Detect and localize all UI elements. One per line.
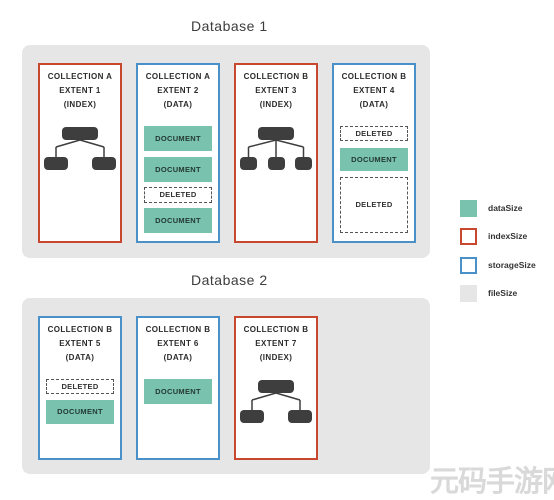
- extent-7: COLLECTION B EXTENT 7 (INDEX): [234, 316, 318, 460]
- collection-label: COLLECTION B: [145, 325, 211, 334]
- deleted-block: DELETED: [46, 379, 114, 394]
- extent-type-label: (DATA): [163, 353, 193, 362]
- extent-header: COLLECTION B EXTENT 7 (INDEX): [236, 318, 316, 365]
- index-tree-icon: [240, 125, 312, 171]
- tree-root-node: [258, 380, 294, 393]
- extent-label: EXTENT 1: [59, 86, 101, 95]
- extent-type-label: (DATA): [163, 100, 193, 109]
- extent-label: EXTENT 4: [353, 86, 395, 95]
- extent-header: COLLECTION B EXTENT 6 (DATA): [138, 318, 218, 365]
- collection-label: COLLECTION B: [341, 72, 407, 81]
- legend-label: indexSize: [488, 231, 528, 241]
- tree-connectors: [55, 139, 105, 157]
- extent-label: EXTENT 6: [157, 339, 199, 348]
- extent-type-label: (INDEX): [259, 353, 293, 362]
- document-block: DOCUMENT: [144, 157, 212, 182]
- document-block: DOCUMENT: [46, 400, 114, 424]
- tree-leaf-node: [44, 157, 68, 170]
- tree-edge: [248, 139, 277, 148]
- extent-label: EXTENT 5: [59, 339, 101, 348]
- datasize-swatch: [460, 200, 477, 217]
- extent-header: COLLECTION B EXTENT 5 (DATA): [40, 318, 120, 365]
- extent-header: COLLECTION B EXTENT 3 (INDEX): [236, 65, 316, 112]
- tree-edge: [275, 139, 304, 148]
- extent-header: COLLECTION B EXTENT 4 (DATA): [334, 65, 414, 112]
- database-2-title: Database 2: [191, 272, 268, 288]
- collection-label: COLLECTION B: [243, 325, 309, 334]
- extent-type-label: (DATA): [359, 100, 389, 109]
- legend-label: dataSize: [488, 203, 523, 213]
- storagesize-swatch: [460, 257, 477, 274]
- document-block: DOCUMENT: [144, 126, 212, 151]
- tree-leaf-node: [92, 157, 116, 170]
- collection-label: COLLECTION B: [47, 325, 113, 334]
- extent-type-label: (DATA): [65, 353, 95, 362]
- extent-label: EXTENT 7: [255, 339, 297, 348]
- tree-edge: [79, 139, 105, 148]
- collection-label: COLLECTION A: [47, 72, 113, 81]
- tree-connectors: [247, 139, 305, 157]
- extent-2: COLLECTION A EXTENT 2 (DATA) DOCUMENT DO…: [136, 63, 220, 243]
- indexsize-swatch: [460, 228, 477, 245]
- extent-header: COLLECTION A EXTENT 2 (DATA): [138, 65, 218, 112]
- extent-5: COLLECTION B EXTENT 5 (DATA) DELETED DOC…: [38, 316, 122, 460]
- extent-1: COLLECTION A EXTENT 1 (INDEX): [38, 63, 122, 243]
- tree-leaf-node: [240, 157, 257, 170]
- extent-label: EXTENT 3: [255, 86, 297, 95]
- document-block: DOCUMENT: [340, 148, 408, 171]
- extent-header: COLLECTION A EXTENT 1 (INDEX): [40, 65, 120, 112]
- extent-6: COLLECTION B EXTENT 6 (DATA) DOCUMENT: [136, 316, 220, 460]
- tree-root-node: [258, 127, 294, 140]
- extent-type-label: (INDEX): [63, 100, 97, 109]
- extent-label: EXTENT 2: [157, 86, 199, 95]
- tree-edge: [251, 392, 277, 401]
- legend-label: storageSize: [488, 260, 536, 270]
- document-block: DOCUMENT: [144, 379, 212, 404]
- tree-leaf-node: [288, 410, 312, 423]
- extent-3: COLLECTION B EXTENT 3 (INDEX): [234, 63, 318, 243]
- tree-leaf-node: [267, 157, 285, 170]
- site-watermark: 元码手游网: [430, 466, 554, 498]
- tree-leaf-node: [240, 410, 264, 423]
- extent-type-label: (INDEX): [259, 100, 293, 109]
- tree-edge: [275, 392, 301, 401]
- deleted-block: DELETED: [144, 187, 212, 203]
- filesize-swatch: [460, 285, 477, 302]
- deleted-block: DELETED: [340, 177, 408, 233]
- tree-root-node: [62, 127, 98, 140]
- tree-connectors: [251, 392, 301, 410]
- legend-label: fileSize: [488, 288, 518, 298]
- database-1-title: Database 1: [191, 18, 268, 34]
- tree-leaf-node: [295, 157, 312, 170]
- deleted-block: DELETED: [340, 126, 408, 141]
- collection-label: COLLECTION B: [243, 72, 309, 81]
- extent-4: COLLECTION B EXTENT 4 (DATA) DELETED DOC…: [332, 63, 416, 243]
- index-tree-icon: [240, 378, 312, 424]
- collection-label: COLLECTION A: [145, 72, 211, 81]
- index-tree-icon: [44, 125, 116, 171]
- document-block: DOCUMENT: [144, 208, 212, 233]
- tree-edge: [55, 139, 81, 148]
